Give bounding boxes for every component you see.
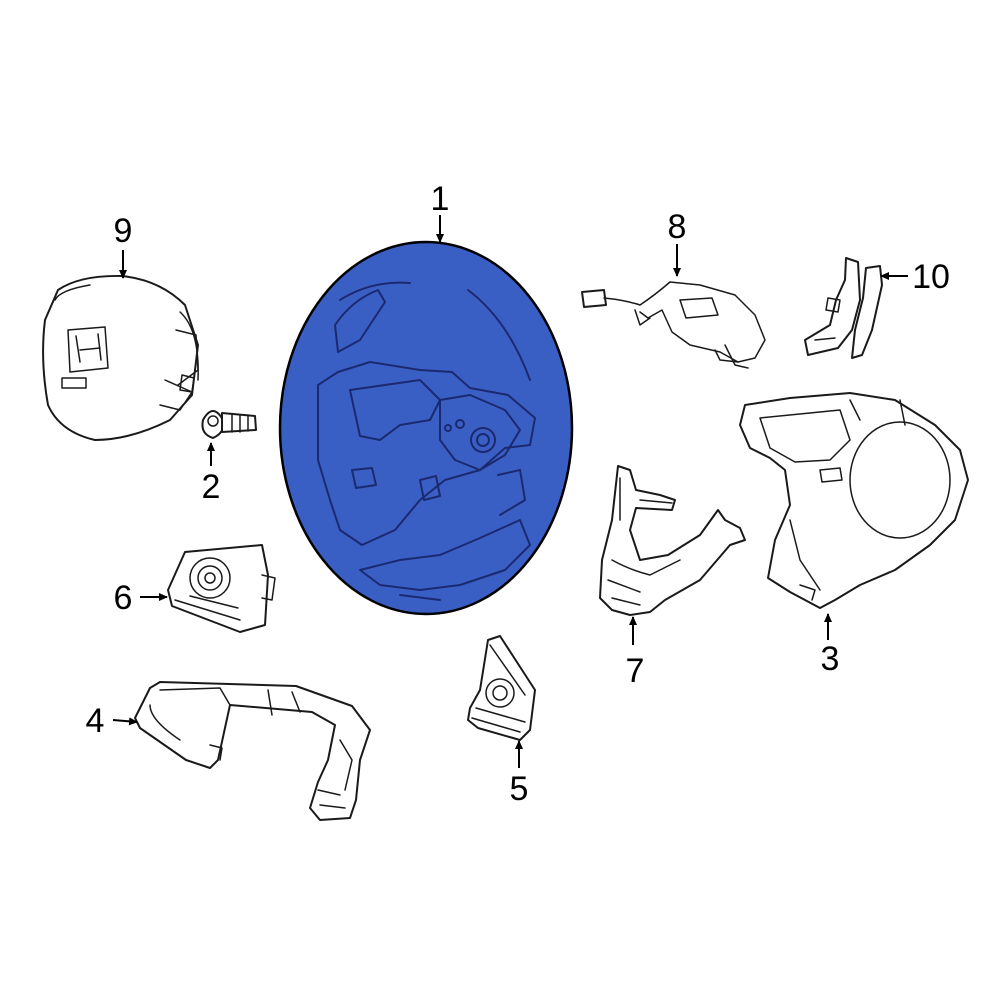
part-3-rear-cover[interactable] xyxy=(739,392,969,609)
leader-4 xyxy=(112,717,138,726)
part-10-paddle-shifter[interactable] xyxy=(804,257,883,359)
callout-8: 8 xyxy=(668,208,687,246)
part-1-steering-wheel[interactable] xyxy=(278,240,574,616)
callout-2: 2 xyxy=(202,468,221,506)
callout-1: 1 xyxy=(431,180,450,218)
callout-3: 3 xyxy=(821,640,840,678)
part-6-left-switch[interactable] xyxy=(167,544,276,633)
part-9-airbag-module[interactable] xyxy=(42,274,199,441)
callout-6: 6 xyxy=(114,579,133,617)
part-7-bezel[interactable] xyxy=(599,465,746,616)
callout-7: 7 xyxy=(626,652,645,690)
callout-5: 5 xyxy=(510,770,529,808)
steering-wheel-rim xyxy=(278,240,574,616)
callout-9: 9 xyxy=(114,212,133,250)
part-5-right-switch[interactable] xyxy=(467,635,536,741)
honda-emblem-icon xyxy=(67,326,109,373)
part-8-harness[interactable] xyxy=(581,281,766,369)
callout-4: 4 xyxy=(86,702,105,740)
callout-10: 10 xyxy=(912,258,950,296)
part-4-lower-cover[interactable] xyxy=(134,681,371,821)
part-2-bolt[interactable] xyxy=(201,410,257,439)
